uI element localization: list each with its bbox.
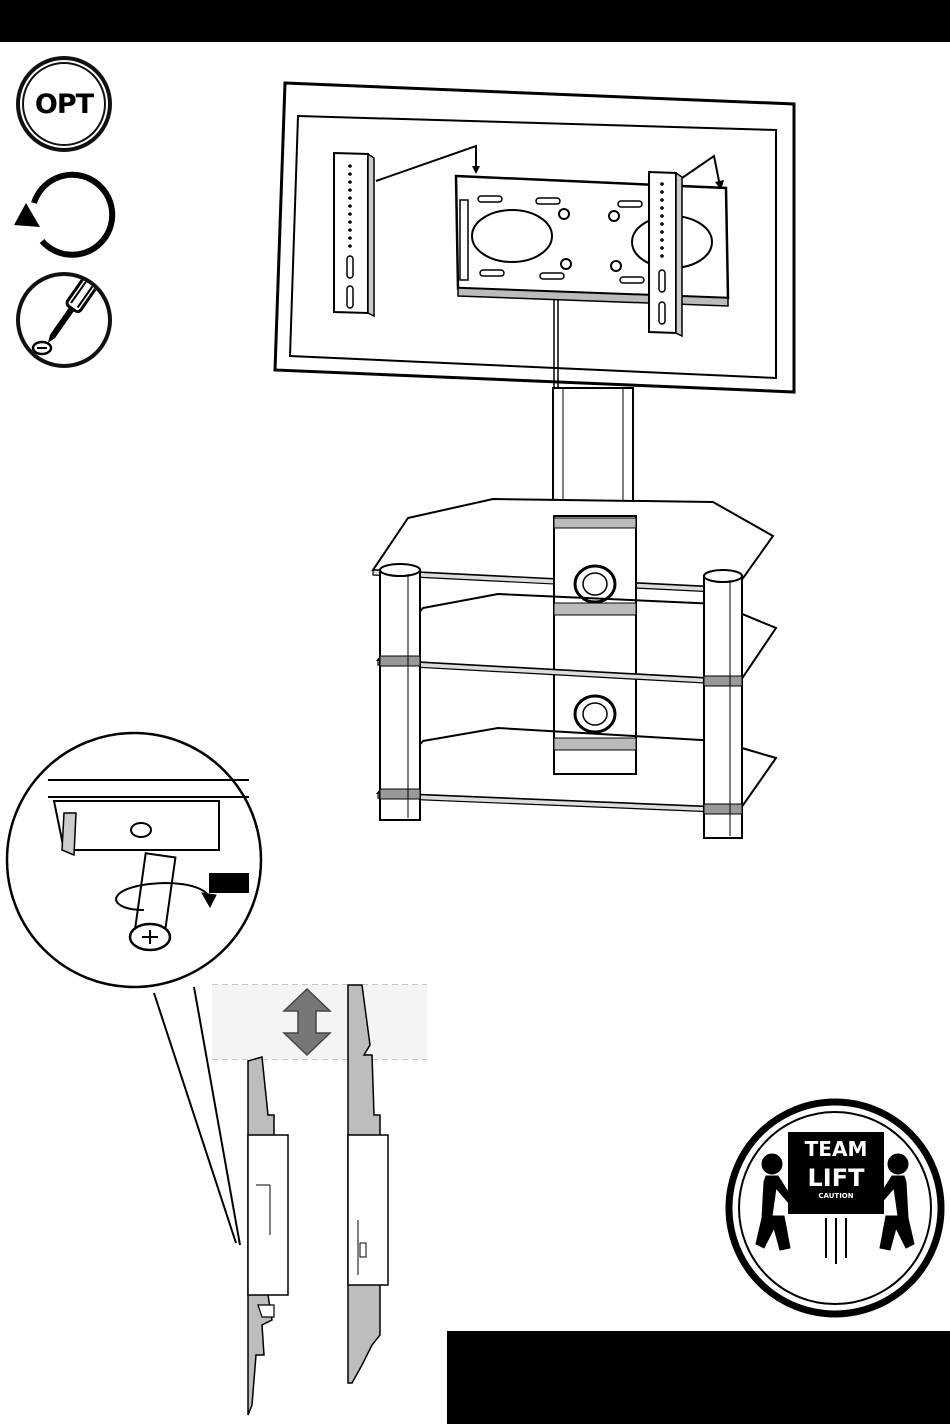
bracket-adjustment-detail	[212, 975, 427, 1420]
team-lift-badge: TEAM LIFT CAUTION	[722, 1098, 948, 1318]
support-column	[553, 388, 633, 513]
right-rail-bracket	[649, 172, 682, 336]
team-lift-line3: CAUTION	[818, 1192, 853, 1200]
optional-badge-text: OPT	[22, 62, 106, 146]
optional-badge: OPT	[16, 56, 112, 152]
left-rail-bracket	[334, 153, 374, 316]
screwdriver-icon	[20, 276, 108, 364]
header-bar	[0, 0, 950, 42]
team-lift-line1: TEAM	[805, 1137, 868, 1161]
team-lift-line2: LIFT	[808, 1164, 866, 1192]
right-leg	[704, 570, 742, 838]
label-box	[209, 873, 249, 893]
footer-box	[447, 1331, 950, 1424]
screwdriver-badge	[16, 272, 112, 368]
mounting-plate	[456, 176, 728, 306]
rotate-counterclockwise-icon	[12, 163, 116, 263]
